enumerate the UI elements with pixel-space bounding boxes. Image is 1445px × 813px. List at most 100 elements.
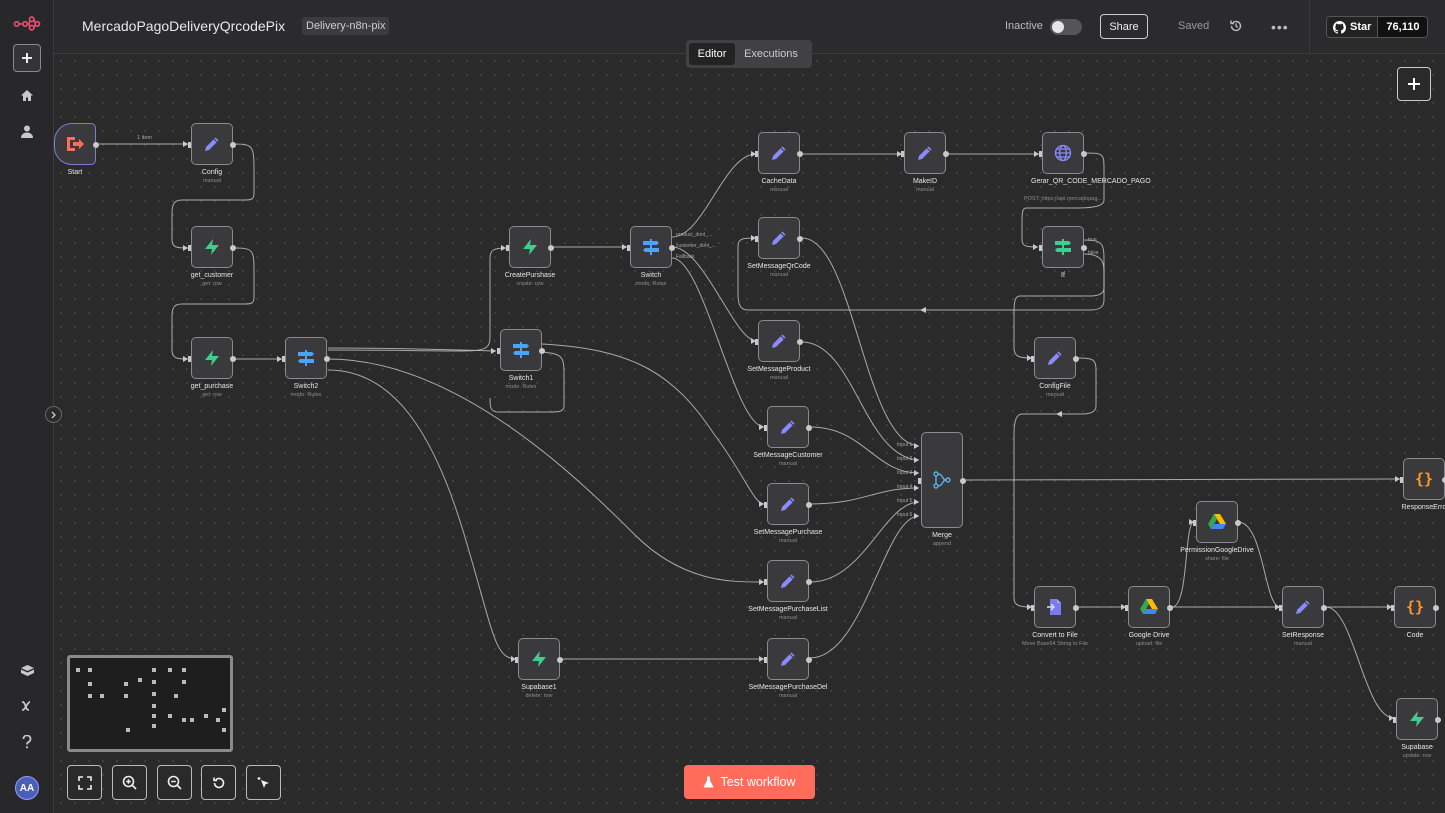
output-port[interactable]: [548, 245, 554, 251]
github-star-button[interactable]: Star 76,110: [1326, 16, 1429, 38]
node-setresponse[interactable]: [1279, 586, 1327, 628]
output-port[interactable]: [539, 348, 545, 354]
input-port[interactable]: [764, 579, 767, 585]
input-port[interactable]: [515, 657, 518, 663]
input-port[interactable]: [188, 142, 191, 148]
output-port[interactable]: [1073, 605, 1079, 611]
output-port[interactable]: [230, 245, 236, 251]
input-port[interactable]: [1039, 245, 1042, 251]
input-port[interactable]: [901, 151, 904, 157]
reset-zoom-button[interactable]: [201, 765, 236, 800]
output-port[interactable]: [960, 478, 966, 484]
variables-button[interactable]: [13, 692, 41, 720]
more-options-icon[interactable]: •••: [1271, 19, 1289, 35]
output-port[interactable]: [1435, 717, 1441, 723]
node-setmsgproduct[interactable]: [755, 320, 803, 362]
input-port[interactable]: [755, 339, 758, 345]
input-port[interactable]: [1031, 605, 1034, 611]
input-port[interactable]: [1125, 605, 1128, 611]
test-workflow-button[interactable]: Test workflow: [684, 765, 815, 799]
input-port[interactable]: [755, 236, 758, 242]
node-start[interactable]: [54, 123, 99, 165]
output-port[interactable]: [797, 339, 803, 345]
history-icon[interactable]: [1229, 19, 1243, 38]
output-port[interactable]: [806, 425, 812, 431]
node-supabase[interactable]: [1393, 698, 1441, 740]
node-merge[interactable]: [918, 432, 966, 528]
node-makeid[interactable]: [901, 132, 949, 174]
node-if[interactable]: [1039, 226, 1087, 268]
output-port[interactable]: [230, 356, 236, 362]
input-port[interactable]: [1031, 356, 1034, 362]
input-port[interactable]: [506, 245, 509, 251]
output-port[interactable]: [1442, 477, 1445, 483]
output-port[interactable]: [230, 142, 236, 148]
output-port[interactable]: [1081, 245, 1087, 251]
input-port[interactable]: [764, 657, 767, 663]
input-port[interactable]: [755, 151, 758, 157]
fit-view-button[interactable]: [67, 765, 102, 800]
node-get_customer[interactable]: [188, 226, 236, 268]
output-port[interactable]: [806, 502, 812, 508]
avatar[interactable]: AA: [15, 776, 39, 800]
output-port[interactable]: [93, 142, 99, 148]
active-toggle[interactable]: [1050, 19, 1082, 35]
workflow-name[interactable]: MercadoPagoDeliveryQrcodePix: [82, 18, 286, 34]
home-button[interactable]: [13, 81, 41, 109]
output-port[interactable]: [669, 245, 675, 251]
input-port[interactable]: [188, 356, 191, 362]
share-button[interactable]: Share: [1100, 14, 1148, 39]
output-port[interactable]: [1167, 605, 1173, 611]
zoom-in-button[interactable]: [112, 765, 147, 800]
node-config[interactable]: [188, 123, 236, 165]
personal-button[interactable]: [13, 117, 41, 145]
workflow-tag[interactable]: Delivery-n8n-pix: [302, 17, 390, 35]
node-setmsgcustomer[interactable]: [764, 406, 812, 448]
node-responseerror[interactable]: {}: [1400, 458, 1445, 500]
node-setmsgpurchasedel[interactable]: [764, 638, 812, 680]
node-gerar_qr[interactable]: [1039, 132, 1087, 174]
node-permgd[interactable]: [1193, 501, 1241, 543]
tidy-up-button[interactable]: [246, 765, 281, 800]
output-port[interactable]: [806, 579, 812, 585]
node-switch1[interactable]: [497, 329, 545, 371]
output-port[interactable]: [943, 151, 949, 157]
input-port[interactable]: [764, 502, 767, 508]
input-port[interactable]: [1039, 151, 1042, 157]
zoom-out-button[interactable]: [157, 765, 192, 800]
output-port[interactable]: [1081, 151, 1087, 157]
output-port[interactable]: [1235, 520, 1241, 526]
node-setmsgpurchase[interactable]: [764, 483, 812, 525]
minimap[interactable]: [67, 655, 233, 752]
node-setmsgqr[interactable]: [755, 217, 803, 259]
output-port[interactable]: [1321, 605, 1327, 611]
output-port[interactable]: [324, 356, 330, 362]
add-node-button[interactable]: [1397, 67, 1431, 101]
input-port[interactable]: [1279, 605, 1282, 611]
output-port[interactable]: [806, 657, 812, 663]
output-port[interactable]: [1073, 356, 1079, 362]
node-setmsgpurchaselist[interactable]: [764, 560, 812, 602]
node-switch[interactable]: [627, 226, 675, 268]
input-port[interactable]: [1393, 717, 1396, 723]
input-port[interactable]: [497, 348, 500, 354]
input-port[interactable]: [188, 245, 191, 251]
node-get_purchase[interactable]: [188, 337, 236, 379]
input-port[interactable]: [627, 245, 630, 251]
output-port[interactable]: [797, 236, 803, 242]
tab-executions[interactable]: Executions: [744, 48, 798, 60]
input-port[interactable]: [1400, 477, 1403, 483]
node-cachedata[interactable]: [755, 132, 803, 174]
input-port[interactable]: [764, 425, 767, 431]
tab-editor[interactable]: Editor: [689, 43, 735, 65]
n8n-logo-icon[interactable]: [13, 9, 41, 37]
node-createpurshase[interactable]: [506, 226, 554, 268]
templates-button[interactable]: [13, 656, 41, 684]
input-port[interactable]: [1193, 520, 1196, 526]
input-port[interactable]: [918, 478, 921, 484]
help-button[interactable]: [13, 728, 41, 756]
create-button[interactable]: [13, 44, 41, 72]
output-port[interactable]: [1433, 605, 1439, 611]
input-port[interactable]: [1391, 605, 1394, 611]
